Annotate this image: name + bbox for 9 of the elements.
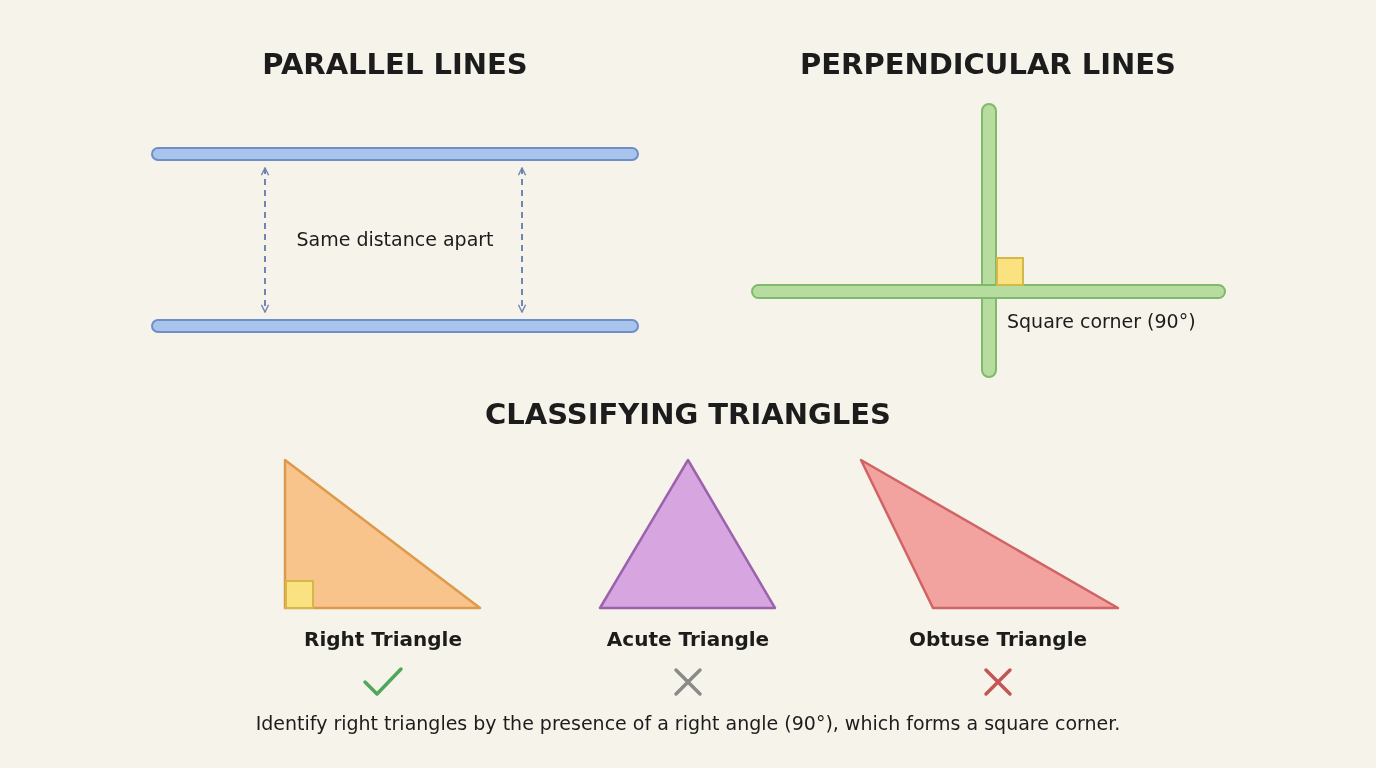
triangle-label: Right Triangle — [304, 628, 462, 651]
section-heading: CLASSIFYING TRIANGLES — [485, 398, 891, 432]
measurement-label: Same distance apart — [296, 229, 494, 251]
caption: Identify right triangles by the presence of a right angle (90°), which forms a square corner. — [255, 713, 1121, 735]
section-heading: PERPENDICULAR LINES — [800, 48, 1176, 82]
section-heading: PARALLEL LINES — [262, 48, 528, 82]
angle-label: Square corner (90°) — [1007, 311, 1196, 333]
triangle-label: Acute Triangle — [606, 628, 770, 651]
triangle-label: Obtuse Triangle — [908, 628, 1088, 651]
